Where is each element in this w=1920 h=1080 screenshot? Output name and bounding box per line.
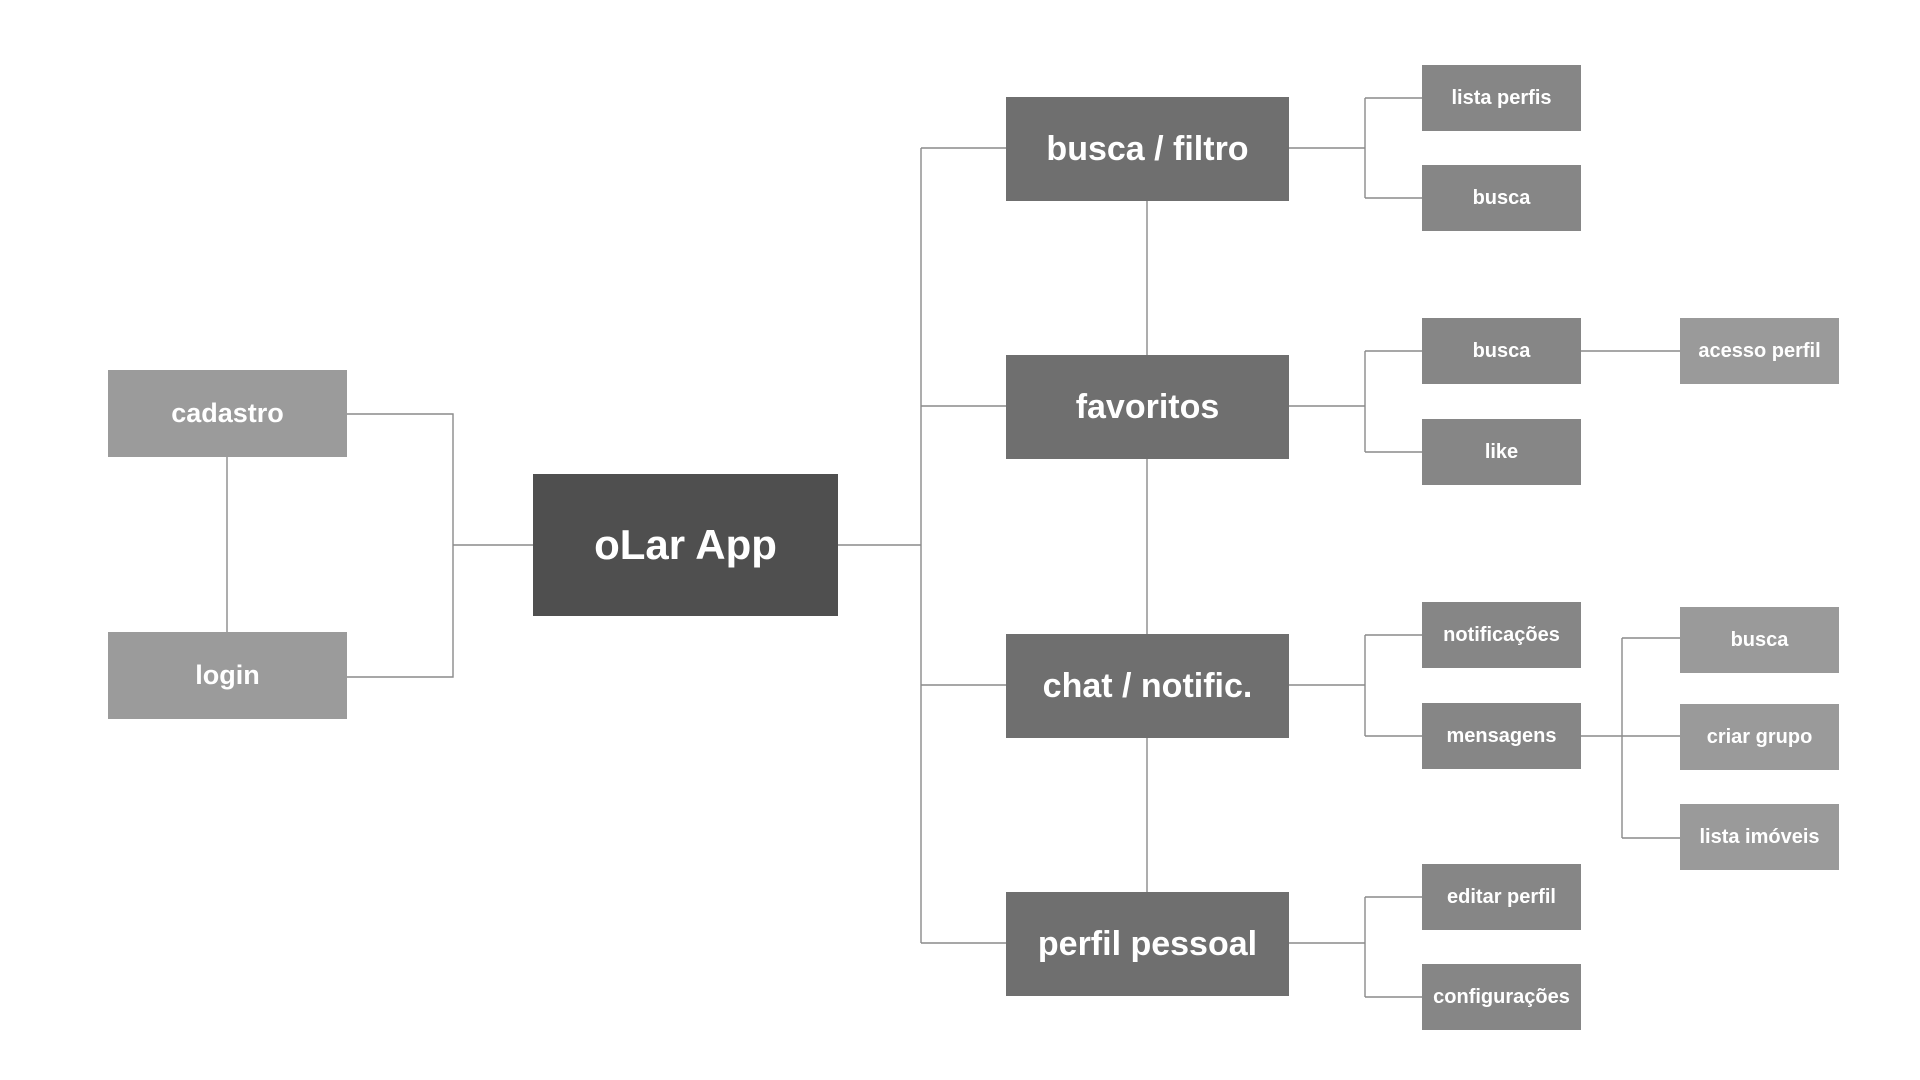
node-mensagens: mensagens xyxy=(1422,703,1581,769)
node-login: login xyxy=(108,632,347,719)
root-node-olar-app: oLar App xyxy=(533,474,838,616)
connector-busca-filtro-children xyxy=(1289,97,1422,199)
connector-auth-bracket xyxy=(347,413,533,678)
node-mensagens-busca: busca xyxy=(1680,607,1839,673)
node-favoritos-busca: busca xyxy=(1422,318,1581,384)
node-notificacoes: notificações xyxy=(1422,602,1581,668)
node-acesso-perfil: acesso perfil xyxy=(1680,318,1839,384)
node-busca-filtro: busca / filtro xyxy=(1006,97,1289,201)
connector-favoritos-children xyxy=(1289,350,1422,453)
connector-mensagens-children xyxy=(1581,637,1680,839)
node-perfil-pessoal: perfil pessoal xyxy=(1006,892,1289,996)
node-like: like xyxy=(1422,419,1581,485)
node-lista-imoveis: lista imóveis xyxy=(1680,804,1839,870)
node-lista-perfis: lista perfis xyxy=(1422,65,1581,131)
node-busca-filtro-busca: busca xyxy=(1422,165,1581,231)
node-editar-perfil: editar perfil xyxy=(1422,864,1581,930)
connector-perfil-children xyxy=(1289,896,1422,998)
node-criar-grupo: criar grupo xyxy=(1680,704,1839,770)
connector-chat-children xyxy=(1289,634,1422,737)
node-favoritos: favoritos xyxy=(1006,355,1289,459)
node-cadastro: cadastro xyxy=(108,370,347,457)
node-configuracoes: configurações xyxy=(1422,964,1581,1030)
node-chat-notific: chat / notific. xyxy=(1006,634,1289,738)
